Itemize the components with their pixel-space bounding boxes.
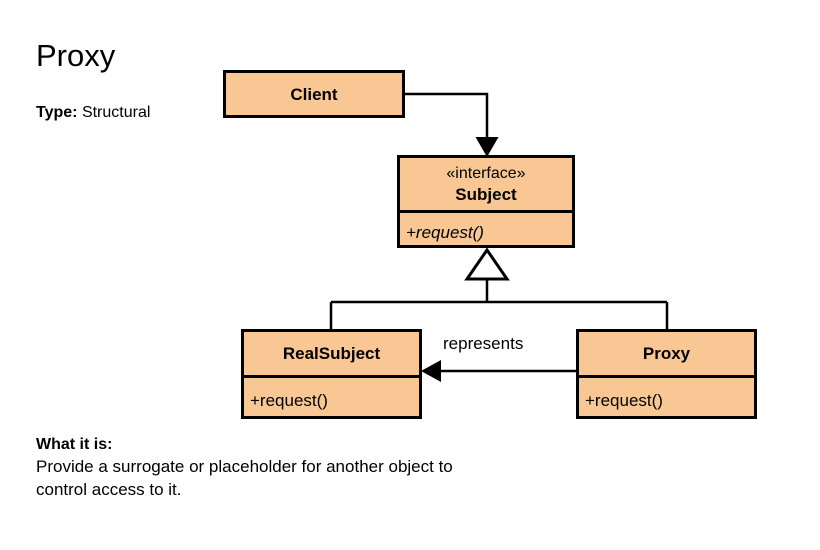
class-operations-compartment: +request() bbox=[400, 210, 572, 251]
operation-request: +request() bbox=[250, 390, 328, 410]
operation-request: +request() bbox=[585, 390, 663, 410]
page-title: Proxy bbox=[36, 38, 116, 73]
class-stereotype-label: «interface» bbox=[446, 164, 526, 182]
class-name-label: Client bbox=[290, 84, 338, 104]
connector-proxy-represents-realsubject bbox=[421, 360, 576, 382]
pattern-type-label: Type: bbox=[36, 104, 78, 121]
uml-class-subject[interactable]: «interface» Subject +request() bbox=[397, 155, 575, 248]
class-name-compartment: Proxy bbox=[579, 332, 754, 375]
connector-label-represents: represents bbox=[443, 334, 524, 353]
class-name-compartment: Client bbox=[226, 73, 402, 115]
class-name-compartment: «interface» Subject bbox=[400, 158, 572, 210]
class-name-label: Proxy bbox=[642, 344, 691, 363]
uml-class-realsubject[interactable]: RealSubject +request() bbox=[241, 329, 422, 419]
operation-request: +request() bbox=[406, 222, 484, 242]
uml-class-client[interactable]: Client bbox=[223, 70, 405, 118]
class-name-label: Subject bbox=[455, 184, 517, 204]
pattern-type-value: Structural bbox=[81, 104, 151, 121]
class-operations-compartment: +request() bbox=[579, 375, 754, 422]
uml-class-proxy[interactable]: Proxy +request() bbox=[576, 329, 757, 419]
pattern-type-line: Type: Structural bbox=[36, 103, 150, 122]
description-text: Provide a surrogate or placeholder for a… bbox=[36, 457, 453, 499]
description-block: What it is: Provide a surrogate or place… bbox=[36, 434, 456, 501]
class-name-label: RealSubject bbox=[282, 344, 381, 363]
description-heading: What it is: bbox=[36, 436, 113, 453]
class-operations-compartment: +request() bbox=[244, 375, 419, 422]
class-name-compartment: RealSubject bbox=[244, 332, 419, 375]
connector-client-to-subject bbox=[405, 92, 499, 157]
connector-generalization-to-subject bbox=[329, 247, 669, 329]
